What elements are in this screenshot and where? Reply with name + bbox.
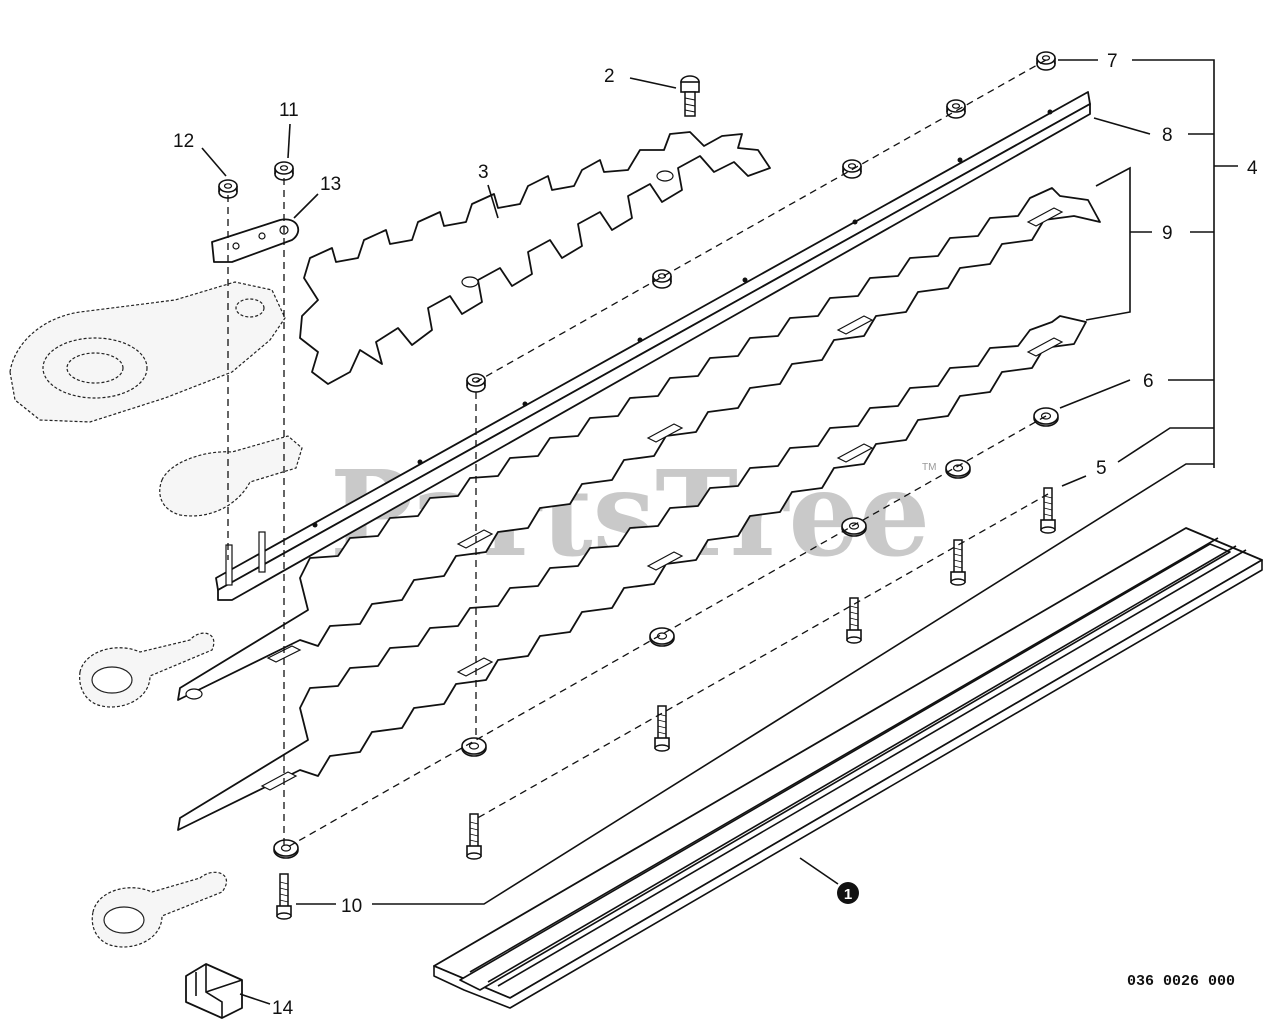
leader-lines [201, 59, 1238, 1005]
washer-6 [1033, 407, 1059, 427]
callout-10: 10 [341, 896, 362, 917]
callout-3: 3 [478, 162, 489, 183]
crank-plate [159, 435, 303, 517]
nut [946, 99, 966, 119]
alignment-lines [227, 59, 1049, 849]
clip-14 [185, 963, 243, 1019]
blade-9-lower [177, 315, 1087, 831]
connecting-rod-lower [91, 871, 228, 948]
blade-3 [299, 131, 771, 385]
bolt-10 [276, 873, 292, 920]
callout-11: 11 [279, 100, 299, 121]
watermark-trademark: TM [922, 462, 936, 473]
callout-8: 8 [1162, 125, 1173, 146]
callout-6: 6 [1143, 371, 1154, 392]
connecting-rod-upper [79, 632, 215, 708]
callout-13: 13 [320, 174, 341, 195]
drawing-code: 036 0026 000 [1127, 973, 1235, 990]
callout-7: 7 [1107, 51, 1118, 72]
blade-9-upper [177, 187, 1101, 701]
callout-12: 12 [173, 131, 194, 152]
callout-5: 5 [1096, 458, 1107, 479]
bolt [950, 539, 966, 586]
nut [466, 373, 486, 393]
bolt-2 [680, 75, 700, 117]
washer [649, 627, 675, 647]
bracket-plate-13 [211, 218, 300, 263]
bolt-5 [1040, 487, 1056, 534]
callout-1: 1 [837, 882, 859, 904]
bolt [654, 705, 670, 752]
bolt [466, 813, 482, 860]
callout-4: 4 [1247, 158, 1258, 179]
washer [945, 459, 971, 479]
nut-11 [274, 161, 294, 181]
nut-7 [1036, 51, 1056, 71]
callout-14: 14 [272, 998, 294, 1019]
callout-9: 9 [1162, 223, 1173, 244]
bolt [846, 597, 862, 644]
callout-2: 2 [604, 66, 615, 87]
svg-text:1: 1 [844, 886, 852, 903]
guide-bar-1 [433, 527, 1263, 1009]
gearcase-housing [9, 281, 286, 423]
cover-strip-8 [215, 91, 1091, 601]
washer [461, 737, 487, 757]
washer [841, 517, 867, 537]
